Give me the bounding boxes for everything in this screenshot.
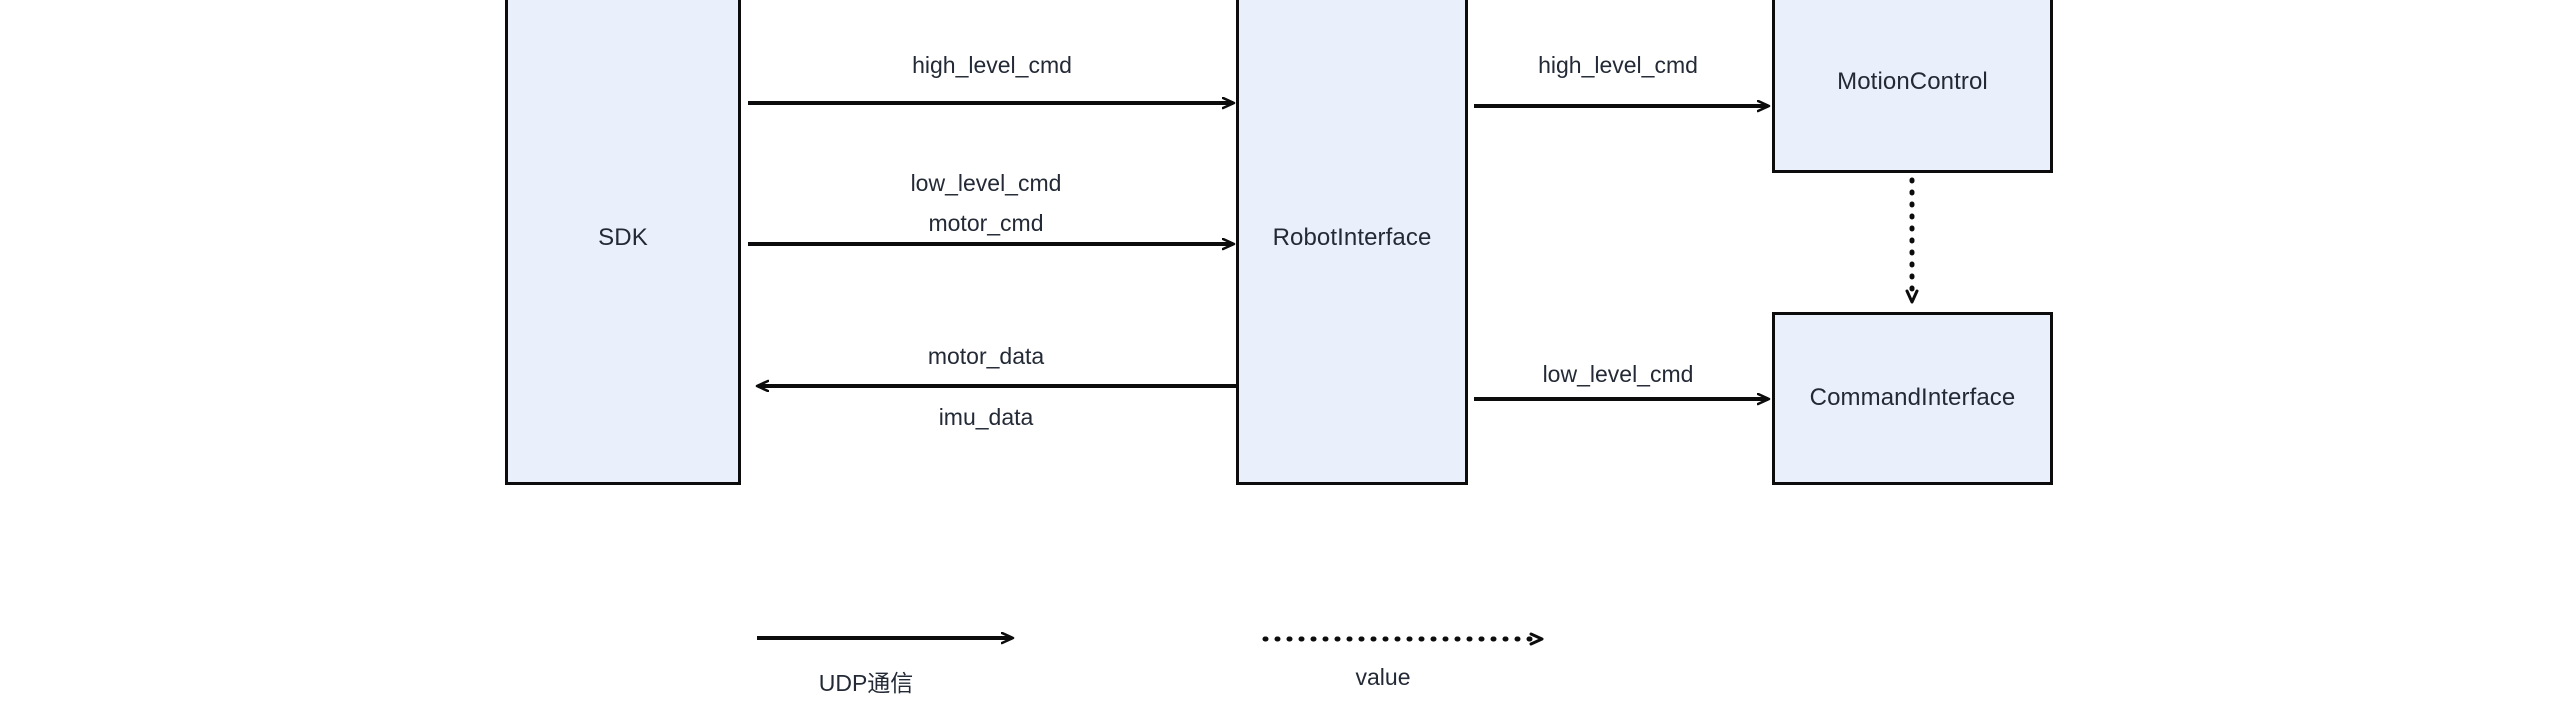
- node-motion-control[interactable]: MotionControl: [1772, 0, 2053, 173]
- legend-label-udp: UDP通信: [818, 670, 914, 696]
- node-sdk-label: SDK: [598, 224, 648, 252]
- edge-label-sdk-to-robot-low-level-cmd: low_level_cmd: [910, 170, 1062, 196]
- edge-label-sdk-to-robot-motor-cmd: motor_cmd: [928, 210, 1044, 236]
- edge-label-robot-to-sdk-imu-data: imu_data: [938, 404, 1034, 430]
- edge-label-sdk-to-robot-high-level-cmd: high_level_cmd: [912, 52, 1072, 78]
- edge-label-robot-to-motion-high-level-cmd: high_level_cmd: [1538, 52, 1698, 78]
- node-sdk[interactable]: SDK: [505, 0, 741, 485]
- node-command-interface-label: CommandInterface: [1809, 384, 2016, 412]
- legend-label-value: value: [1355, 664, 1411, 690]
- node-motion-control-label: MotionControl: [1837, 68, 1988, 96]
- node-command-interface[interactable]: CommandInterface: [1772, 312, 2053, 485]
- edge-label-robot-to-command-low-level-cmd: low_level_cmd: [1542, 361, 1694, 387]
- node-robot-interface[interactable]: RobotInterface: [1236, 0, 1468, 485]
- node-robot-interface-label: RobotInterface: [1272, 224, 1432, 252]
- edge-label-robot-to-sdk-motor-data: motor_data: [927, 343, 1045, 369]
